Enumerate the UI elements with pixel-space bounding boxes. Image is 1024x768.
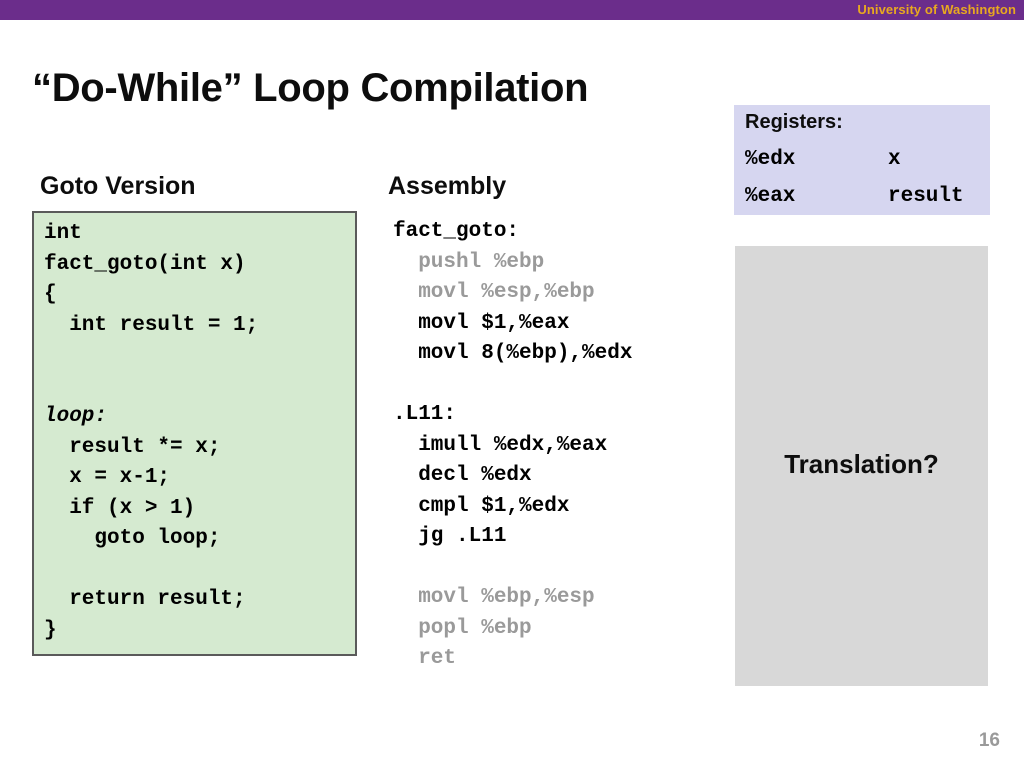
register-value: x [888,148,901,171]
assembly-code-line [393,553,632,584]
assembly-code-line: pushl %ebp [393,250,545,274]
registers-row-list: %edx x %eax result [745,141,964,215]
register-name: %edx [745,148,796,171]
goto-code-line: } [44,618,57,642]
assembly-heading: Assembly [388,172,507,200]
assembly-code-line: movl %ebp,%esp [393,586,595,609]
goto-code-line [44,555,258,586]
registers-box: Registers: %edx x %eax result [734,105,990,215]
goto-code-line: result *= x; [44,435,221,459]
goto-code-box: int fact_goto(int x) { int result = 1; loo… [32,211,357,656]
assembly-code-line: popl %ebp [393,616,532,640]
assembly-code-line: jg .L11 [393,525,507,548]
goto-code-line [44,341,258,372]
assembly-code-line: movl 8(%ebp),%edx [393,342,633,365]
translation-placeholder-box: Translation? [735,246,988,686]
assembly-code-line: movl %esp,%ebp [393,281,595,304]
assembly-code-lines: fact_goto: pushl %ebp movl %esp,%ebp mov… [393,217,632,675]
goto-code-line: int [44,222,82,245]
goto-code-line: loop: [44,405,108,428]
slide-title: “Do-While” Loop Compilation [32,66,589,110]
assembly-code-line: movl $1,%eax [393,311,570,335]
goto-code-line: if (x > 1) [44,496,196,520]
goto-code-line: fact_goto(int x) [44,252,246,276]
register-value: result [888,185,964,208]
goto-code-line: int result = 1; [44,313,259,337]
assembly-code-line: imull %edx,%eax [393,433,608,457]
slide-number: 16 [978,730,1000,751]
goto-version-heading: Goto Version [40,172,196,200]
goto-code-line: goto loop; [44,527,221,550]
register-row: %edx x [745,141,964,178]
assembly-code-line: decl %edx [393,464,532,487]
registers-title: Registers: [745,111,843,133]
assembly-code-line: ret [393,647,457,670]
goto-code-line: { [44,283,57,306]
goto-code-line: return result; [44,588,246,611]
goto-code-line [44,372,258,403]
goto-code-lines: int fact_goto(int x) { int result = 1; loo… [44,219,258,646]
register-row: %eax result [745,178,964,215]
assembly-code-line: cmpl $1,%edx [393,494,570,518]
university-brand-label: University of Washington [857,2,1016,17]
assembly-code-line: fact_goto: [393,220,520,243]
assembly-code-line [393,370,632,401]
translation-label: Translation? [784,449,939,479]
assembly-code-line: .L11: [393,403,457,426]
goto-code-line: x = x-1; [44,466,171,489]
header-bar: University of Washington [0,0,1024,20]
register-name: %eax [745,185,796,208]
